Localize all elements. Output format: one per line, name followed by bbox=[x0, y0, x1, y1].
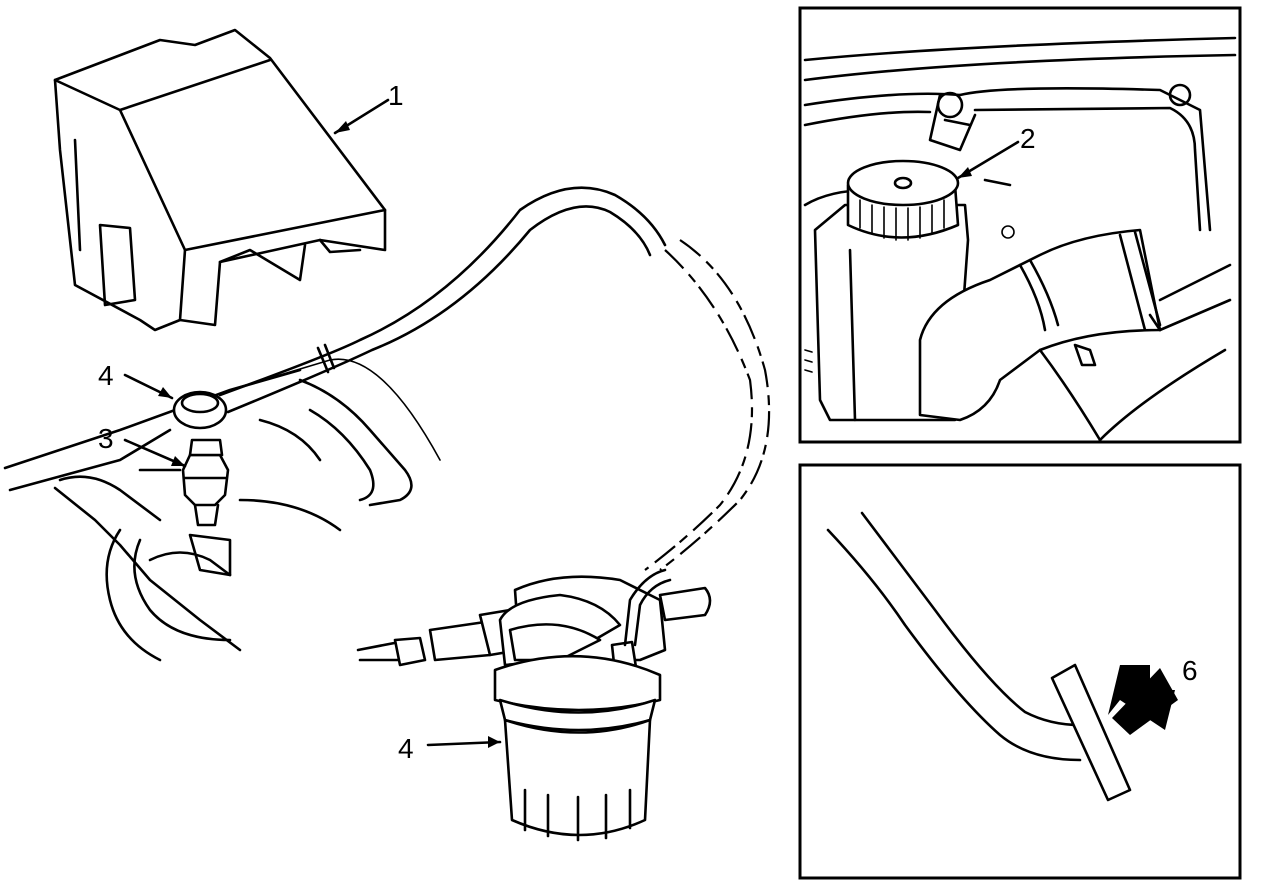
leader-lines-left bbox=[123, 98, 502, 748]
inset-panel-top bbox=[798, 6, 1242, 444]
engine-block bbox=[3, 358, 441, 662]
callout-4-top: 4 bbox=[98, 360, 114, 391]
callout-6: 6 bbox=[1182, 655, 1198, 686]
fuel-filter-4 bbox=[356, 568, 712, 842]
fitting-3 bbox=[181, 438, 230, 527]
engine-cover bbox=[53, 28, 387, 332]
callout-3: 3 bbox=[98, 423, 114, 454]
cap-4-top bbox=[172, 390, 228, 430]
callout-2: 2 bbox=[1020, 123, 1036, 154]
fuel-hose bbox=[218, 186, 771, 571]
callout-4-bottom: 4 bbox=[398, 733, 414, 764]
inset-panel-bottom bbox=[798, 463, 1242, 880]
callout-1: 1 bbox=[388, 80, 404, 111]
